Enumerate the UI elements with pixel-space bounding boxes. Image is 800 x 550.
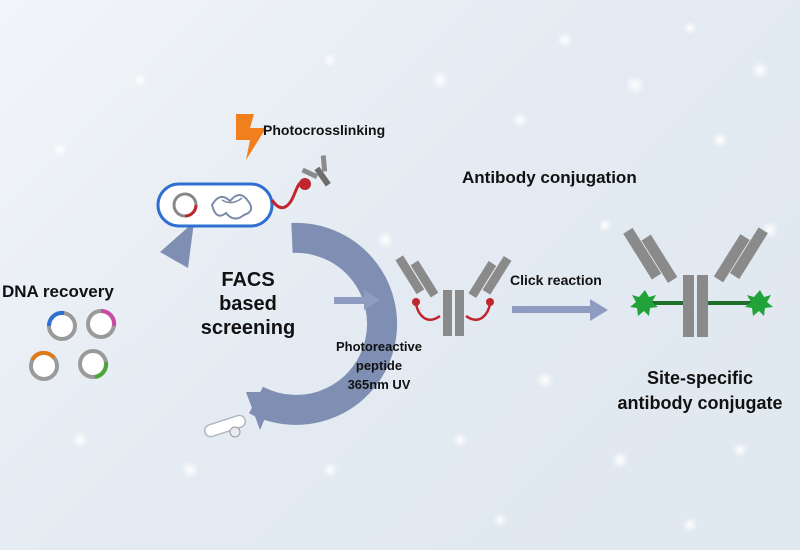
peptide-line-1: Photoreactive (336, 339, 422, 354)
star-payload-icon-right (745, 290, 773, 316)
conjugate-antibody-icon (623, 227, 768, 337)
facs-line-1: FACS (221, 269, 275, 291)
click-reaction-label: Click reaction (510, 272, 602, 288)
lightning-icon (236, 114, 266, 160)
facs-screening-label: FACS based screening (188, 268, 308, 340)
droplet-icon (203, 414, 247, 438)
flow-arrow-click-reaction (512, 299, 608, 321)
antibody-conjugation-title: Antibody conjugation (462, 168, 637, 187)
site-specific-conjugate-label: Site-specific antibody conjugate (600, 366, 800, 416)
photoreactive-peptide-label: Photoreactive peptide 365nm UV (322, 337, 436, 394)
facs-line-3: screening (200, 317, 296, 339)
peptide-tether (270, 178, 311, 210)
peptide-line-2: peptide (355, 358, 403, 373)
star-payload-icon-left (630, 290, 658, 316)
small-antibody-icon (301, 155, 331, 187)
plasmid-icon-green (78, 349, 109, 379)
background-dots (52, 21, 779, 533)
flow-arrow-to-antibody (334, 290, 380, 310)
antibody-icon (395, 255, 512, 336)
plasmid-icon-blue (46, 310, 77, 341)
peptide-line-3: 365nm UV (347, 377, 411, 392)
plasmid-icon-orange (29, 350, 59, 381)
bacterium-icon (156, 182, 274, 228)
plasmid-icon-pink (86, 308, 117, 339)
dna-recovery-label: DNA recovery (2, 282, 114, 301)
site-line-1: Site-specific (646, 368, 754, 388)
site-line-2: antibody conjugate (617, 393, 783, 413)
screening-cycle-arrow (160, 222, 398, 430)
photocrosslinking-label: Photocrosslinking (263, 122, 386, 138)
facs-line-2: based (219, 293, 277, 315)
